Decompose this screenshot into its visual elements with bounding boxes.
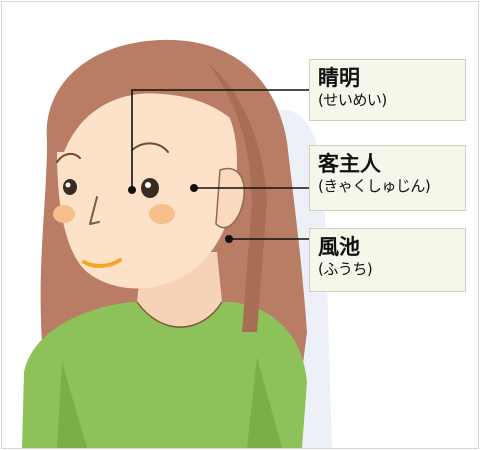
hair-side — [207, 62, 267, 332]
label-reading: (きゃくしゅじん) — [318, 177, 431, 195]
point-dot-fuchi — [225, 235, 233, 243]
cheek-right — [149, 204, 175, 224]
shirt — [22, 302, 307, 448]
label-reading: (ふうち) — [318, 260, 373, 278]
eye-right — [141, 178, 159, 198]
hair-bangs — [51, 51, 261, 152]
label-seimei: 睛明 (せいめい) — [309, 59, 466, 121]
label-kanji: 睛明 — [318, 66, 360, 90]
point-dot-seimei — [128, 186, 136, 194]
eye-left — [63, 179, 77, 195]
label-kanji: 風池 — [318, 235, 360, 259]
label-fuchi: 風池 (ふうち) — [309, 228, 466, 292]
eyebrow-left — [56, 152, 81, 163]
point-dot-kyakushujin — [190, 184, 198, 192]
label-kanji: 客主人 — [318, 152, 381, 176]
eyebrow-right — [131, 142, 169, 153]
leader-line-seimei — [131, 89, 309, 190]
nose — [89, 196, 100, 225]
label-kyakushujin: 客主人 (きゃくしゅじん) — [309, 145, 466, 211]
label-reading: (せいめい) — [318, 91, 387, 109]
cheek-left — [53, 205, 75, 223]
ear — [215, 167, 245, 229]
mouth — [82, 258, 122, 268]
